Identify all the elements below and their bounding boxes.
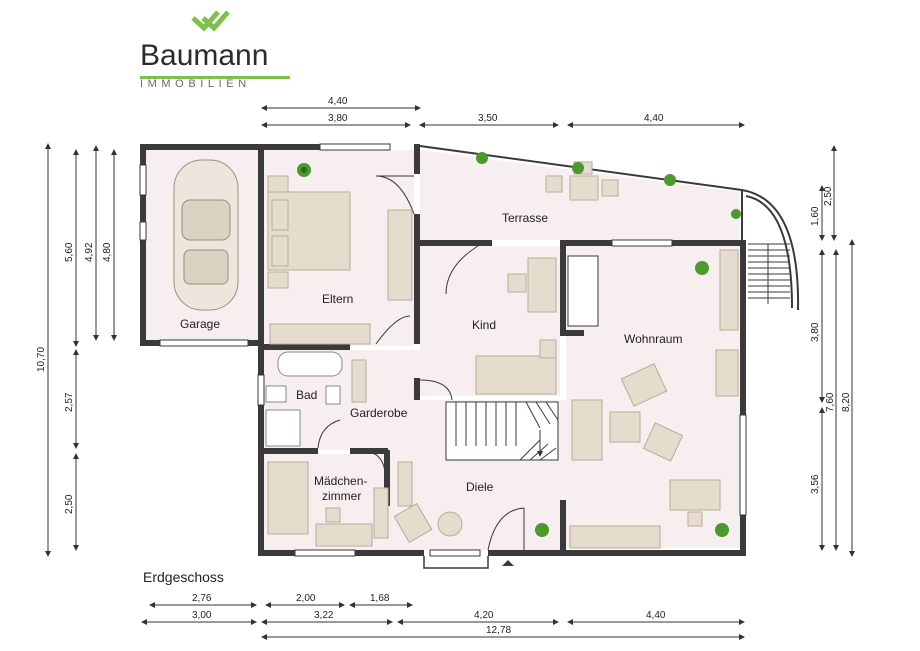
dim-bottom-a2: 2,00 (296, 593, 316, 604)
piano-icon (567, 255, 599, 327)
dim-right-wohn-upper: 3,80 (810, 322, 821, 342)
windows (139, 143, 747, 557)
room-label-eltern: Eltern (322, 292, 353, 306)
dim-bottom-b2: 3,22 (314, 610, 334, 621)
dim-bottom-total: 12,78 (486, 625, 511, 636)
interior-stairs (445, 401, 559, 461)
brand-name: Baumann (140, 39, 269, 72)
dim-right-wohn-lower: 3,56 (810, 474, 821, 494)
room-label-kind: Kind (472, 318, 496, 332)
double-chevron-logo-icon (191, 10, 230, 32)
room-label-garage: Garage (180, 317, 220, 331)
brand-subtitle: IMMOBILIEN (140, 78, 251, 90)
dim-right-wohn-total: 7,60 (825, 392, 836, 412)
plant-icon (476, 152, 488, 164)
dim-bottom-b1: 3,00 (192, 610, 212, 621)
plant-icon (715, 523, 729, 537)
room-label-wohnraum: Wohnraum (624, 332, 682, 346)
dim-left-upper: 5,60 (64, 242, 75, 262)
terrace-outline (419, 145, 800, 311)
dimension-labels-top: 4,40 3,80 3,50 4,40 (328, 96, 664, 124)
brand-underline (140, 76, 290, 79)
dimensions-top (261, 105, 745, 128)
dimensions-left (45, 143, 117, 557)
bed-icon (267, 175, 351, 289)
dim-right-terrasse-a: 1,60 (810, 206, 821, 226)
dim-right-total: 8,20 (841, 392, 852, 412)
plant-icon (731, 209, 741, 219)
room-label-garderobe: Garderobe (350, 406, 408, 420)
room-label-maedchen-2: zimmer (322, 489, 361, 503)
plant-icon (535, 523, 549, 537)
dim-bottom-b3: 4,20 (474, 610, 494, 621)
dim-bottom-b4: 4,40 (646, 610, 666, 621)
furniture (173, 159, 739, 549)
dim-left-bad: 2,57 (64, 392, 75, 412)
dim-right-terrasse-b: 2,50 (823, 186, 834, 206)
plant-icon (572, 162, 584, 174)
room-labels: Garage Eltern Terrasse Kind Wohnraum Bad… (180, 211, 682, 503)
plant-icon (695, 261, 709, 275)
doors (317, 175, 525, 551)
dim-left-lower: 2,50 (64, 494, 75, 514)
dimensions-bottom (141, 602, 745, 640)
brand-logo: Baumann IMMOBILIEN (140, 40, 300, 90)
plant-icon (664, 174, 676, 186)
entrance (423, 556, 514, 569)
bathtub-icon (277, 351, 343, 377)
room-label-maedchen-1: Mädchen- (314, 474, 367, 488)
dim-left-garage-a: 4,92 (84, 242, 95, 262)
dim-top-terrasse: 3,50 (478, 113, 498, 124)
plants (297, 152, 741, 537)
dim-left-total: 10,70 (36, 347, 47, 372)
plant-icon (297, 163, 311, 177)
dimensions-right (819, 145, 855, 557)
dimension-labels-left: 10,70 5,60 2,57 2,50 4,92 4,80 (36, 242, 113, 514)
floor-label: Erdgeschoss (143, 569, 224, 585)
room-label-bad: Bad (296, 388, 317, 402)
dim-left-garage-b: 4,80 (102, 242, 113, 262)
dim-top-wohnraum: 4,40 (644, 113, 664, 124)
dimension-labels-bottom: 2,76 2,00 1,68 3,00 3,22 4,20 4,40 12,78 (192, 593, 666, 636)
room-label-terrasse: Terrasse (502, 211, 548, 225)
dim-top-overall: 4,40 (328, 96, 348, 107)
room-label-diele: Diele (466, 480, 494, 494)
dimension-labels-right: 1,60 2,50 3,80 3,56 7,60 8,20 (810, 186, 852, 494)
exterior-stairs (748, 243, 790, 304)
dim-bottom-a1: 2,76 (192, 593, 212, 604)
car-icon (173, 159, 239, 311)
dim-bottom-a3: 1,68 (370, 593, 390, 604)
dim-top-eltern: 3,80 (328, 113, 348, 124)
